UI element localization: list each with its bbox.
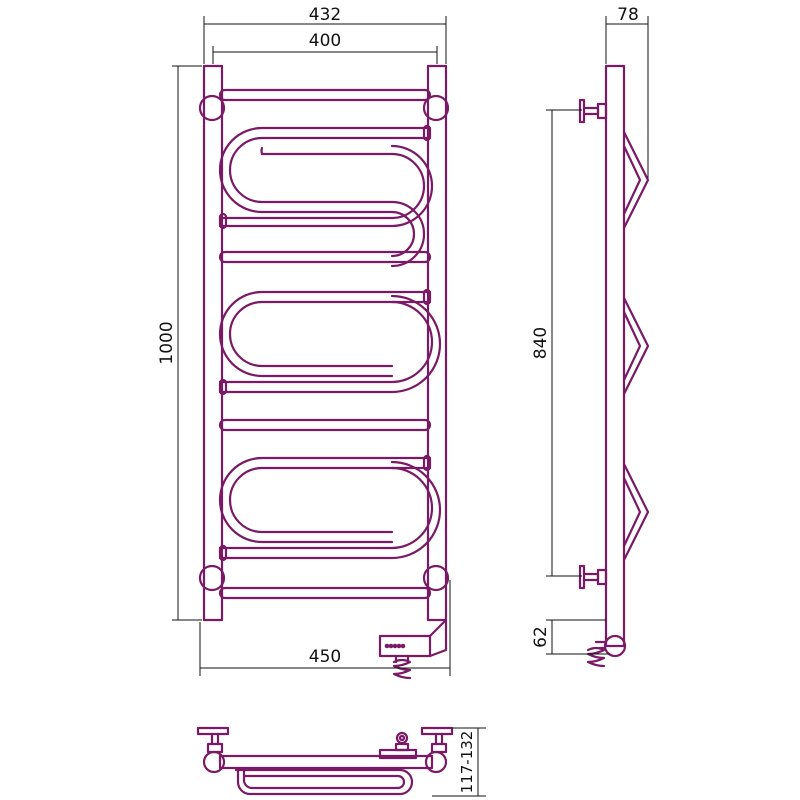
side-heater-coil [586, 640, 608, 668]
dim-side-depth: 78 [617, 5, 639, 25]
plan-post-right [424, 750, 448, 774]
side-view-dimensions [546, 16, 649, 655]
plan-post-left [202, 750, 226, 774]
side-view [578, 64, 650, 668]
dim-bottom-width: 450 [309, 647, 341, 667]
front-bar-3 [218, 418, 432, 432]
front-left-post [202, 64, 224, 622]
front-bar-2 [218, 250, 432, 264]
side-coil-2 [622, 296, 650, 396]
plan-view-dimensions [432, 727, 486, 797]
side-elbow [603, 634, 627, 658]
front-mount-bottom-right [422, 564, 450, 592]
side-mount-top [578, 98, 608, 124]
plan-flange-right [420, 726, 454, 736]
front-bar-1 [218, 88, 432, 102]
dim-side-mount-spacing: 840 [531, 327, 551, 359]
front-mount-top-right [422, 94, 450, 122]
dim-top-outer-width: 432 [309, 5, 341, 25]
side-coil-1 [622, 130, 650, 230]
plan-view [196, 726, 454, 796]
plan-heater-connector [378, 731, 418, 760]
front-coil-3 [218, 454, 442, 562]
dim-side-bottom-offset: 62 [531, 626, 551, 648]
front-coil-2 [218, 288, 442, 396]
front-coil-1 [218, 124, 434, 268]
plan-coil [234, 768, 414, 796]
side-coil-3 [622, 462, 650, 562]
front-heater-unit [378, 618, 448, 680]
dim-top-inner-width: 400 [309, 31, 341, 51]
side-post [604, 64, 626, 648]
dim-plan-depth: 117-132 [458, 731, 476, 794]
front-bar-4 [218, 586, 432, 600]
front-view [198, 64, 450, 680]
front-mount-top-left [198, 94, 226, 122]
plan-bar [218, 754, 434, 770]
front-right-post [426, 64, 448, 622]
side-mount-bottom [578, 564, 608, 590]
front-view-dimensions [172, 16, 451, 676]
front-mount-bottom-left [198, 564, 226, 592]
plan-flange-left [196, 726, 230, 736]
dim-height: 1000 [157, 321, 177, 364]
